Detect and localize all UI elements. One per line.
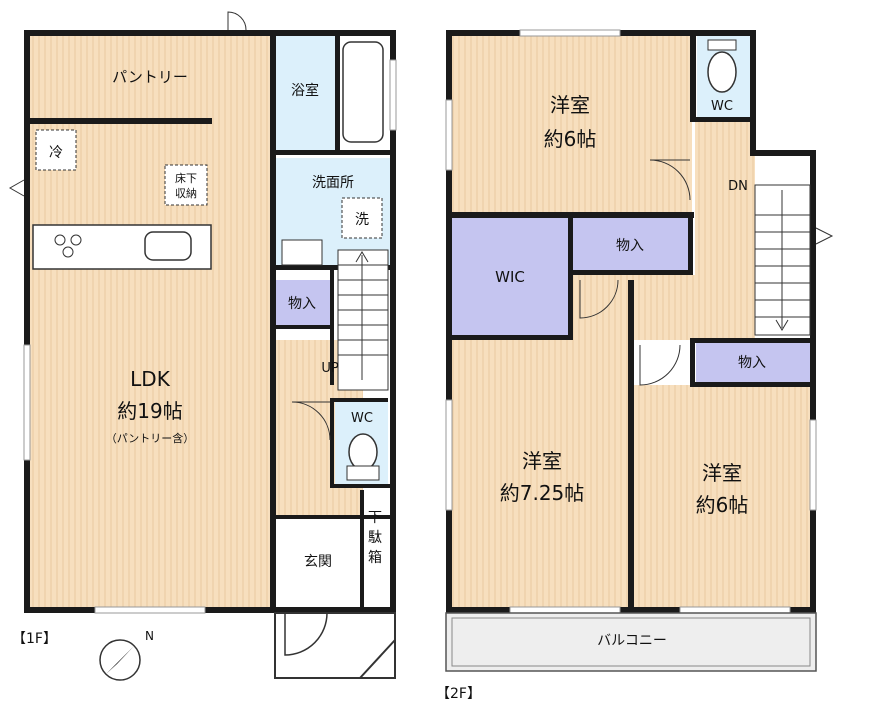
bath-label: 浴室 xyxy=(291,82,319,99)
room-c-door xyxy=(639,344,681,386)
floor2-label: 【2F】 xyxy=(436,686,481,702)
room-b-name-label: 洋室 xyxy=(522,449,562,473)
wc-door-1f xyxy=(291,401,331,441)
room-a-size-label: 約6帖 xyxy=(544,127,597,151)
toilet-icon xyxy=(348,433,378,471)
stairs-1f xyxy=(337,249,389,391)
porch xyxy=(274,612,396,679)
stove-burner-icon xyxy=(54,234,66,246)
side-door-icon xyxy=(8,179,25,197)
storage-2f-b-label: 物入 xyxy=(738,355,766,371)
room-b-size-label: 約7.25帖 xyxy=(500,481,585,505)
shoe-box-label-1: 下 xyxy=(368,510,382,526)
room-b-floor xyxy=(452,340,630,610)
ldk-name-label: LDK xyxy=(130,367,171,391)
wic-floor xyxy=(452,215,570,335)
wic-label: WIC xyxy=(495,268,525,286)
compass: N xyxy=(99,629,154,681)
stove-burner-icon xyxy=(70,234,82,246)
room-a-floor xyxy=(452,35,692,215)
entrance-door xyxy=(284,612,328,656)
up-label: UP xyxy=(321,361,339,376)
toilet-2f-icon xyxy=(707,51,737,93)
compass-label: N xyxy=(145,629,154,643)
wc-2f-label: WC xyxy=(711,99,733,114)
underfloor-storage-label-1: 床下 xyxy=(175,171,197,185)
shoe-box-label-2: 駄 xyxy=(368,530,382,546)
room-c-floor xyxy=(634,385,810,610)
stairs-2f xyxy=(754,184,811,336)
compass-needle-icon xyxy=(106,646,134,674)
storage-2f-a-label: 物入 xyxy=(616,238,644,254)
bathtub-icon xyxy=(342,41,384,143)
storage-1f-label: 物入 xyxy=(288,296,316,312)
washer-label: 洗 xyxy=(355,212,369,228)
room-a-door xyxy=(649,159,691,201)
floor-1: パントリー 冷 床下 収納 LDK 約19帖 （パントリー含） 浴室 洗面所 洗… xyxy=(8,11,397,679)
wc-1f-label: WC xyxy=(351,411,373,426)
ldk-note-label: （パントリー含） xyxy=(106,431,195,445)
storage-2f-b-floor xyxy=(696,342,810,384)
washroom-label: 洗面所 xyxy=(312,175,354,191)
sink-icon xyxy=(144,231,192,261)
ldk-size-label: 約19帖 xyxy=(117,399,182,423)
pantry-label: パントリー xyxy=(112,68,188,86)
back-door-icon xyxy=(227,11,247,31)
side-door-2f-icon xyxy=(815,227,834,245)
balcony-label: バルコニー xyxy=(597,633,667,649)
entrance-label: 玄関 xyxy=(304,553,332,570)
storage-1f-floor xyxy=(275,280,330,325)
storage-2f-a-floor xyxy=(572,218,690,270)
underfloor-storage-label-2: 収納 xyxy=(175,187,197,200)
shoe-box-label-3: 箱 xyxy=(368,550,382,566)
balcony xyxy=(445,612,817,672)
floor-2: 洋室 約6帖 WC DN WIC 物入 洋室 約7.25帖 物入 洋室 約6帖 … xyxy=(436,29,834,702)
bath-floor xyxy=(275,35,335,150)
vanity-icon xyxy=(281,239,323,266)
washer-space xyxy=(341,197,383,239)
room-c-name-label: 洋室 xyxy=(702,461,742,485)
dn-label: DN xyxy=(728,179,748,194)
hall-floor-2f-right xyxy=(695,120,755,340)
room-b-door xyxy=(579,279,619,319)
room-c-size-label: 約6帖 xyxy=(696,493,749,517)
entrance-floor xyxy=(275,518,363,610)
stove-burner-icon xyxy=(62,246,74,258)
fridge-space xyxy=(35,129,77,171)
fridge-label: 冷 xyxy=(49,145,63,161)
floor1-label: 【1F】 xyxy=(12,631,57,647)
underfloor-storage-box xyxy=(164,164,208,206)
room-a-name-label: 洋室 xyxy=(550,93,590,117)
